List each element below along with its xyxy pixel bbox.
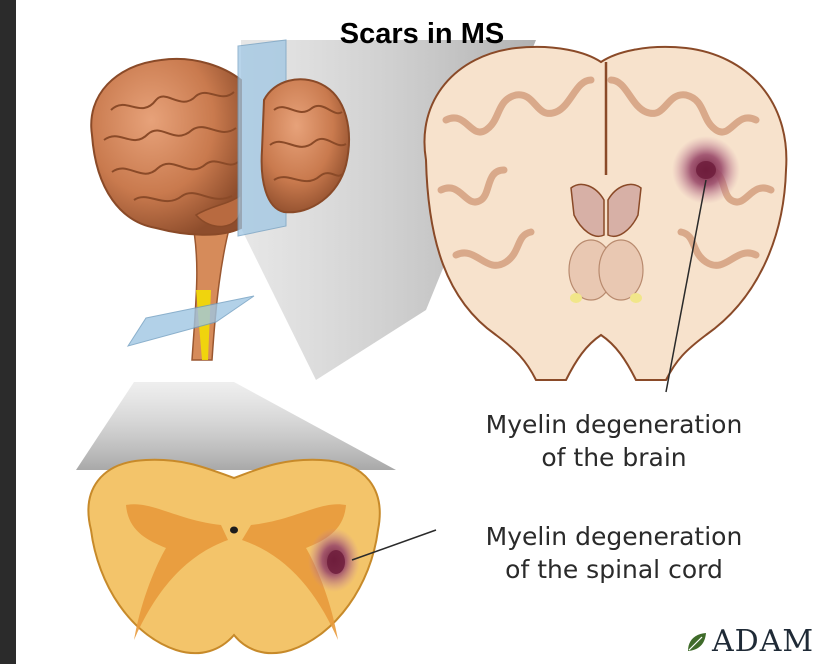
spinal-cord-section (88, 460, 379, 653)
brain-label-line1: Myelin degeneration (444, 408, 784, 441)
cord-label-line2: of the spinal cord (444, 553, 784, 586)
adam-logo: ADAM (684, 622, 828, 662)
brainstem (191, 215, 230, 360)
page-title: Scars in MS (16, 18, 828, 51)
whole-brain (91, 59, 241, 235)
cord-projection-cone (76, 382, 396, 470)
leaf-icon (684, 629, 710, 655)
cord-label-line1: Myelin degeneration (444, 520, 784, 553)
brain-label-line2: of the brain (444, 441, 784, 474)
spinal-plane (128, 296, 254, 346)
brain-label: Myelin degeneration of the brain (444, 408, 784, 474)
cord-label: Myelin degeneration of the spinal cord (444, 520, 784, 586)
logo-text: ADAM (712, 622, 814, 662)
coronal-brain-section (424, 47, 786, 380)
slide: Scars in MS Myelin degeneration of the b… (16, 0, 828, 664)
